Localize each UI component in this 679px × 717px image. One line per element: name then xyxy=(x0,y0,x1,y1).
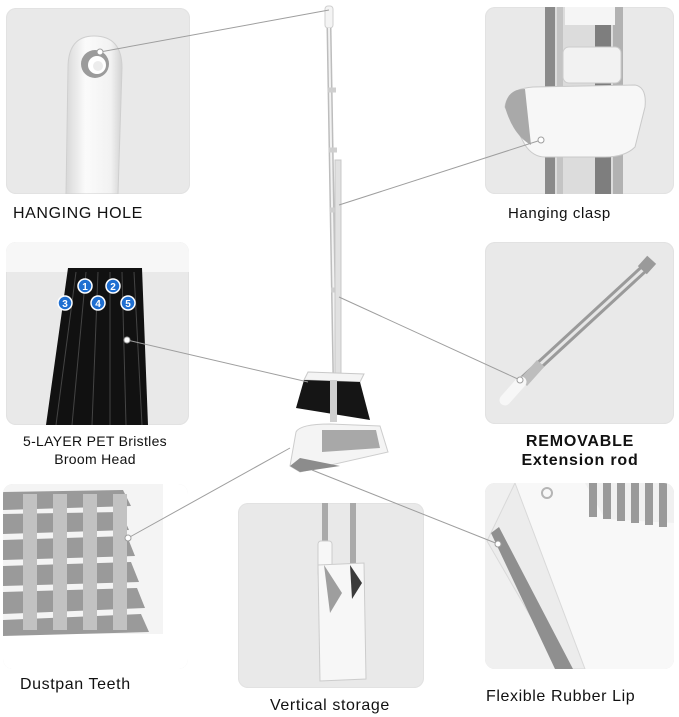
caption-vertical-storage: Vertical storage xyxy=(270,697,390,714)
layer-badge-4: 4 xyxy=(90,295,106,311)
layer-badge-5-label: 5 xyxy=(125,299,131,310)
rubber-lip-illustration xyxy=(485,483,674,669)
layer-badge-2-label: 2 xyxy=(110,282,116,293)
caption-bristles-line2: Broom Head xyxy=(54,451,136,467)
panel-hanging-clasp xyxy=(485,7,674,194)
caption-removable-line2: Extension rod xyxy=(521,452,639,469)
caption-rubber-lip: Flexible Rubber Lip xyxy=(486,688,636,705)
caption-hanging-hole: HANGING HOLE xyxy=(13,205,143,222)
hanging-hole-illustration xyxy=(65,35,123,194)
extension-rod-illustration xyxy=(499,255,657,406)
callout-lines xyxy=(99,9,542,545)
vertical-storage-illustration xyxy=(317,503,367,682)
caption-dustpan-teeth: Dustpan Teeth xyxy=(20,676,131,693)
bristles-illustration: 1 2 3 4 5 xyxy=(6,242,189,425)
panel-hanging-hole xyxy=(6,8,190,194)
panel-dustpan-teeth xyxy=(3,484,188,669)
dustpan xyxy=(289,380,389,473)
panel-rubber-lip xyxy=(485,483,674,669)
layer-badges: 1 2 3 4 5 xyxy=(57,278,136,311)
layer-badge-5: 5 xyxy=(120,295,136,311)
dustpan-teeth-illustration xyxy=(3,484,188,669)
panel-vertical-storage xyxy=(238,503,424,688)
panel-bristles: 1 2 3 4 5 xyxy=(6,242,189,425)
layer-badge-2: 2 xyxy=(105,278,121,294)
layer-badge-1-label: 1 xyxy=(82,282,88,293)
layer-badge-3-label: 3 xyxy=(62,299,68,310)
callout-dots xyxy=(96,48,545,548)
layer-badge-3: 3 xyxy=(57,295,73,311)
caption-removable-line1: REMOVABLE xyxy=(525,433,635,450)
caption-bristles-line1: 5-LAYER PET Bristles xyxy=(23,433,167,449)
panel-extension-rod xyxy=(485,242,674,424)
layer-badge-4-label: 4 xyxy=(95,299,101,310)
broom-pole xyxy=(324,5,342,391)
caption-hanging-clasp: Hanging clasp xyxy=(508,205,611,222)
layer-badge-1: 1 xyxy=(77,278,93,294)
